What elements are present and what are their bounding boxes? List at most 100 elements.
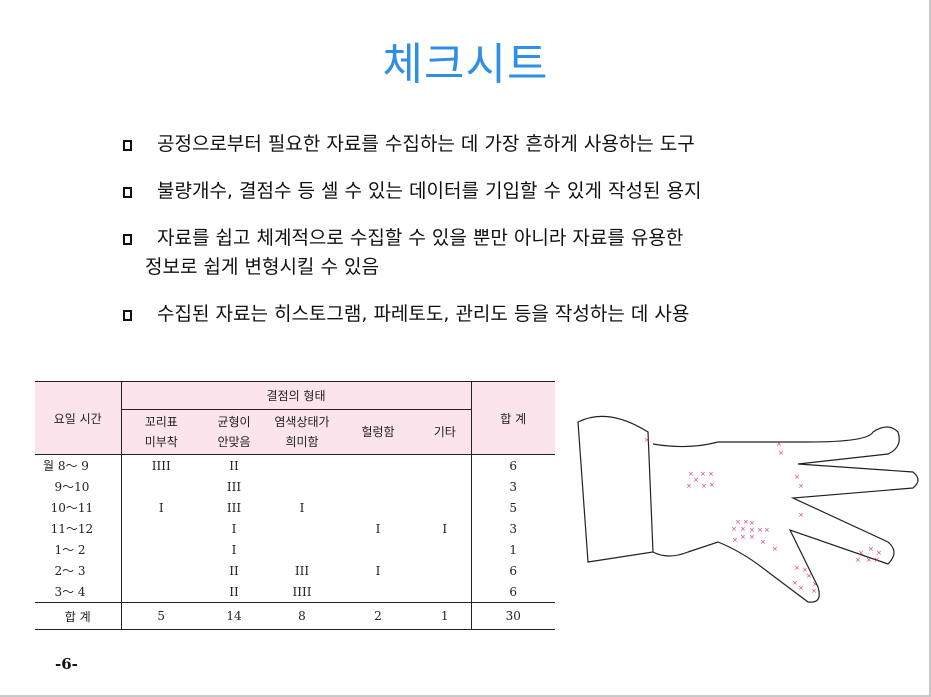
glove-outline [577,415,654,563]
tally-cell [337,455,419,477]
tally-cell: I [375,563,381,578]
tally-cell: III [294,563,310,578]
column-total-cell: 5 [121,602,201,630]
tally-cell: II [229,458,239,473]
page-number: -6- [55,655,78,673]
grand-total-cell: 30 [470,602,555,630]
tally-cell [121,560,201,581]
square-bullet-icon [123,140,132,151]
bullet-text-continuation: 정보로 쉽게 변형시킬 수 있음 [145,256,379,278]
tally-cell [121,518,201,539]
defect-mark: × [708,470,714,478]
tally-cell [419,581,471,603]
defect-mark: × [802,566,808,574]
glove-defect-diagram: ××××××××××××××××××××××××××××××××××××××× [577,415,919,603]
defect-mark: × [876,549,882,557]
row-total-cell: 6 [470,454,555,476]
defect-mark: × [749,519,755,527]
tally-cell [419,455,471,477]
tally-cell [121,581,201,603]
bullet-text: 자료를 쉽고 체계적으로 수집할 수 있을 뿐만 아니라 자료를 유용한 [157,227,684,249]
defect-mark: × [688,470,694,478]
tally-cell [419,560,471,581]
tally-cell [337,581,419,603]
defect-mark: × [798,482,804,490]
defect-mark: × [855,556,861,564]
defect-mark: × [740,533,746,541]
defect-mark: × [760,538,766,546]
tally-cell: I [299,500,305,515]
defect-mark: × [693,476,699,484]
defect-mark: × [644,436,650,444]
defect-mark: × [806,572,812,580]
square-bullet-icon [123,310,132,321]
square-bullet-icon [123,234,132,245]
defect-mark: × [749,533,755,541]
slide-right-border [929,0,931,697]
defect-mark: × [868,545,874,553]
header-day-time: 요일 시간 [35,381,122,455]
tally-cell: II [229,563,239,578]
row-total-cell: 3 [470,476,555,497]
defect-mark: × [735,518,741,526]
header-defect-type: 결점의 형태 [121,381,471,410]
tally-cell: III [226,500,242,515]
row-total-cell: 3 [470,518,555,539]
slide-title: 체크시트 [382,39,549,90]
defect-mark: × [811,587,817,595]
defect-mark: × [866,556,872,564]
tally-cell [267,518,337,539]
total-label-cell: 합 계 [35,602,122,630]
glove-hand-outline [652,426,919,603]
defect-mark: × [701,482,707,490]
bullet-item: 자료를 쉽고 체계적으로 수집할 수 있을 뿐만 아니라 자료를 유용한 정보로… [121,224,841,282]
defect-mark: × [792,579,798,587]
defect-mark: × [764,526,770,534]
defect-mark: × [731,525,737,533]
time-cell: 월 8～ 9 [35,454,122,476]
defect-mark: × [732,536,738,544]
tally-cell [337,539,419,560]
slide-bottom-border [0,695,931,697]
time-cell: 1～ 2 [35,539,122,560]
defect-mark: × [874,556,880,564]
row-total-cell: 6 [470,581,555,603]
tally-cell [337,497,419,518]
column-total-cell: 14 [201,602,267,630]
defect-mark: × [798,511,804,519]
defect-mark: × [757,526,763,534]
tally-cell: I [442,521,448,536]
row-total-cell: 5 [470,497,555,518]
time-cell: 3～ 4 [35,581,122,603]
header-defect-col: 헐렁함 [337,409,419,455]
column-total-cell: 1 [419,602,471,630]
defect-mark: × [794,473,800,481]
row-total-cell: 1 [470,539,555,560]
row-total-cell: 6 [470,560,555,581]
time-cell: 11～12 [35,518,122,539]
defect-mark: × [776,440,782,448]
bullet-text: 공정으로부터 필요한 자료를 수집하는 데 가장 흔하게 사용하는 도구 [157,133,695,155]
defect-mark: × [778,449,784,457]
defect-mark: × [743,518,749,526]
column-total-cell: 2 [337,602,419,630]
tally-cell [419,539,471,560]
tally-cell: IIII [151,458,171,473]
tally-cell [121,539,201,560]
tally-cell [267,539,337,560]
header-total: 합 계 [470,381,555,455]
tally-cell: IIII [292,584,312,599]
